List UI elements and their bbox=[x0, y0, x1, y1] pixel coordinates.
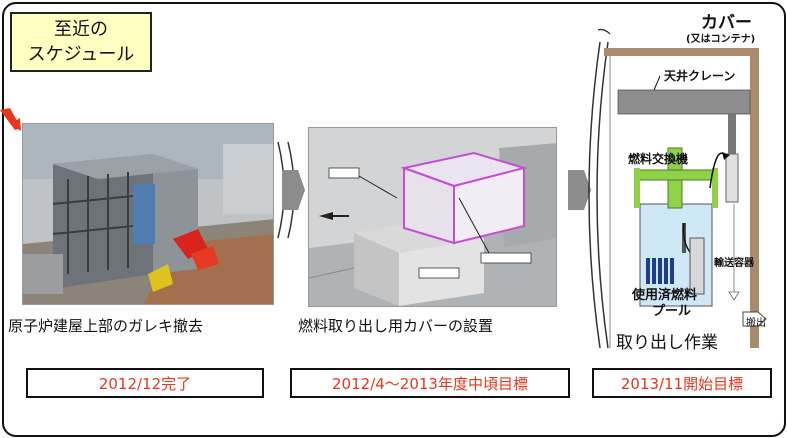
crane-label: 天井クレーン bbox=[664, 69, 736, 83]
cover-sub-label: (又はコンテナ) bbox=[686, 34, 756, 45]
step-1-caption: 原子炉建屋上部のガレキ撤去 bbox=[8, 317, 204, 335]
fuel-removal-diagram bbox=[598, 28, 767, 348]
title-line-1: 至近の bbox=[54, 19, 108, 40]
step-1-status: 2012/12完了 bbox=[26, 368, 264, 398]
schedule-title: 至近の スケジュール bbox=[10, 12, 152, 72]
title-line-2: スケジュール bbox=[27, 44, 135, 65]
pool-label-1: 使用済燃料 bbox=[632, 288, 698, 303]
step-3-caption: 取り出し作業 bbox=[616, 333, 718, 353]
cover-label: カバー bbox=[701, 13, 752, 33]
pool-label-2: プール bbox=[652, 304, 692, 319]
debris-removal-photo bbox=[22, 123, 274, 305]
step-arrow-icon bbox=[277, 141, 305, 239]
fuel-handler-label: 燃料交換機 bbox=[628, 152, 689, 166]
step-2-status: 2012/4〜2013年度中頃目標 bbox=[290, 368, 570, 398]
cask-label: 輸送容器 bbox=[714, 258, 754, 269]
step-2-caption: 燃料取り出し用カバーの設置 bbox=[298, 317, 494, 335]
step-arrow-icon bbox=[568, 170, 591, 210]
cover-installation-photo bbox=[308, 127, 557, 307]
red-arrow-icon bbox=[0, 108, 21, 131]
step-3-status: 2013/11開始目標 bbox=[592, 368, 772, 398]
stage-divider-curve bbox=[588, 41, 609, 349]
carry-out-label: 搬出 bbox=[746, 318, 766, 329]
